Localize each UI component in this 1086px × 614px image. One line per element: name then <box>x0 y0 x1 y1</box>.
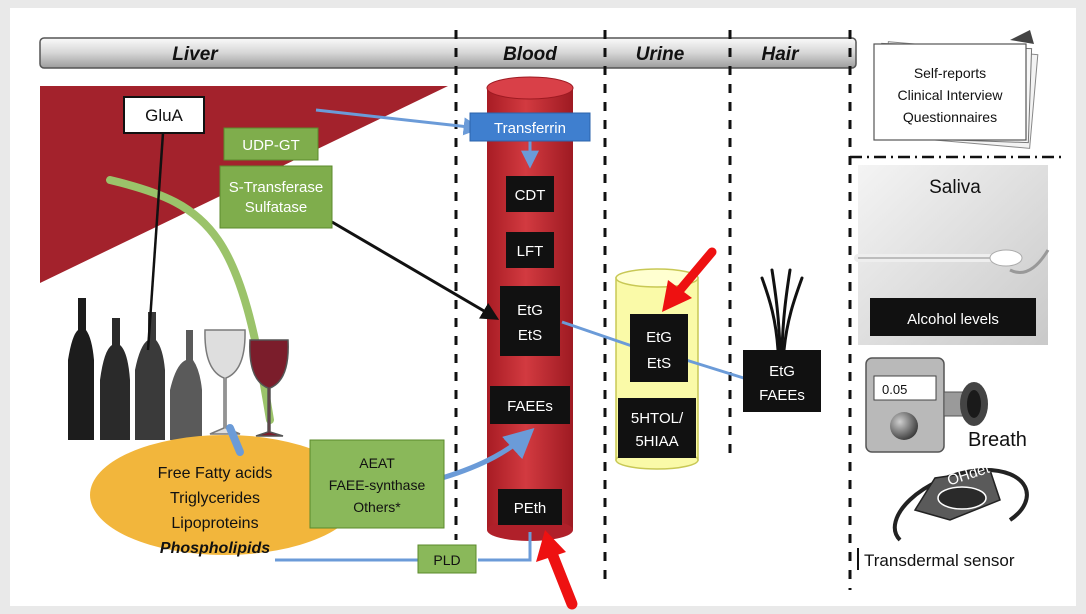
alcohol-levels-label: Alcohol levels <box>907 311 999 328</box>
blood-etg-label: EtG <box>517 302 543 319</box>
highlight-arrow-peth <box>536 530 578 610</box>
header-liver: Liver <box>172 44 219 65</box>
peth-label: PEth <box>514 500 547 517</box>
pld-label: PLD <box>433 552 460 568</box>
blood-ets-label: EtS <box>518 327 542 344</box>
lipid-lipoproteins: Lipoproteins <box>171 515 258 532</box>
header-blood: Blood <box>503 44 557 65</box>
breathalyzer-device-icon <box>865 357 988 453</box>
blood-etg-ets-box <box>500 286 560 356</box>
udp-gt-box <box>223 127 319 161</box>
cdt-label: CDT <box>515 187 546 204</box>
header-hair: Hair <box>762 44 801 65</box>
self-reports-label: Self-reports <box>914 65 986 81</box>
questionnaires-label: Questionnaires <box>903 109 997 125</box>
blood-faees-label: FAEEs <box>507 398 553 415</box>
alcohol-levels-box <box>870 298 1036 336</box>
connector-bottles-lipids <box>226 424 244 456</box>
connector-transferase-etg <box>331 220 500 320</box>
breath-reading: 0.05 <box>882 382 907 397</box>
urine-etg-label: EtG <box>646 329 672 346</box>
htol-box <box>618 398 696 458</box>
transferrin-box <box>469 112 591 142</box>
lipid-free-fatty-acids: Free Fatty acids <box>158 465 273 482</box>
clinical-interview-label: Clinical Interview <box>897 87 1003 103</box>
peth-box <box>498 489 562 525</box>
lipid-triglycerides: Triglycerides <box>170 490 260 507</box>
breath-label: Breath <box>968 429 1027 451</box>
alcohol-bottles-image <box>68 298 289 440</box>
connector-enzymes-faees <box>441 427 535 481</box>
lipid-phospholipids: Phospholipids <box>160 540 270 557</box>
column-dividers <box>454 30 852 590</box>
htol-label-line1: 5HTOL/ <box>631 410 684 427</box>
connector-pld-peth <box>478 532 532 562</box>
hair-faees-label: FAEEs <box>759 387 805 404</box>
transferase-label-line2: Sulfatase <box>245 199 308 216</box>
enzymes-aeat: AEAT <box>359 455 395 471</box>
self-reports-document-stack <box>873 30 1039 149</box>
enzymes-others: Others* <box>353 499 401 515</box>
hair-etg-label: EtG <box>769 363 795 380</box>
pld-box <box>417 544 477 574</box>
highlight-arrow-urine-etg <box>662 247 717 312</box>
connector-blood-urine-etg <box>561 320 633 348</box>
enzymes-faee-synthase: FAEE-synthase <box>329 477 426 493</box>
transferrin-label: Transferrin <box>494 120 566 137</box>
lft-label: LFT <box>517 243 544 260</box>
connector-glua-bottles <box>146 132 165 351</box>
urine-etg-ets-box <box>630 314 688 382</box>
transferase-box <box>219 165 333 229</box>
glua-box <box>123 96 205 134</box>
glua-label: GluA <box>145 106 183 125</box>
cdt-box <box>506 176 554 212</box>
saliva-label: Saliva <box>929 177 981 198</box>
transferase-label-line1: S-Transferase <box>229 179 323 196</box>
connector-glua-transferrin <box>315 108 482 136</box>
blood-faees-box <box>490 386 570 424</box>
lipid-ellipse <box>90 435 360 555</box>
hair-strands-icon <box>760 268 804 352</box>
urine-ets-label: EtS <box>647 355 671 372</box>
lft-box <box>506 232 554 268</box>
compartment-header-bar: Liver Blood Urine Hair <box>39 37 857 69</box>
htol-label-line2: 5HIAA <box>635 433 678 450</box>
header-urine: Urine <box>636 44 685 65</box>
transdermal-sensor-icon <box>892 467 1029 542</box>
udp-gt-label: UDP-GT <box>242 137 300 154</box>
transdermal-label: Transdermal sensor <box>864 551 1015 570</box>
hair-etg-faees-box <box>743 350 821 412</box>
enzymes-box <box>309 439 445 529</box>
connector-urine-hair-etg <box>685 358 751 382</box>
